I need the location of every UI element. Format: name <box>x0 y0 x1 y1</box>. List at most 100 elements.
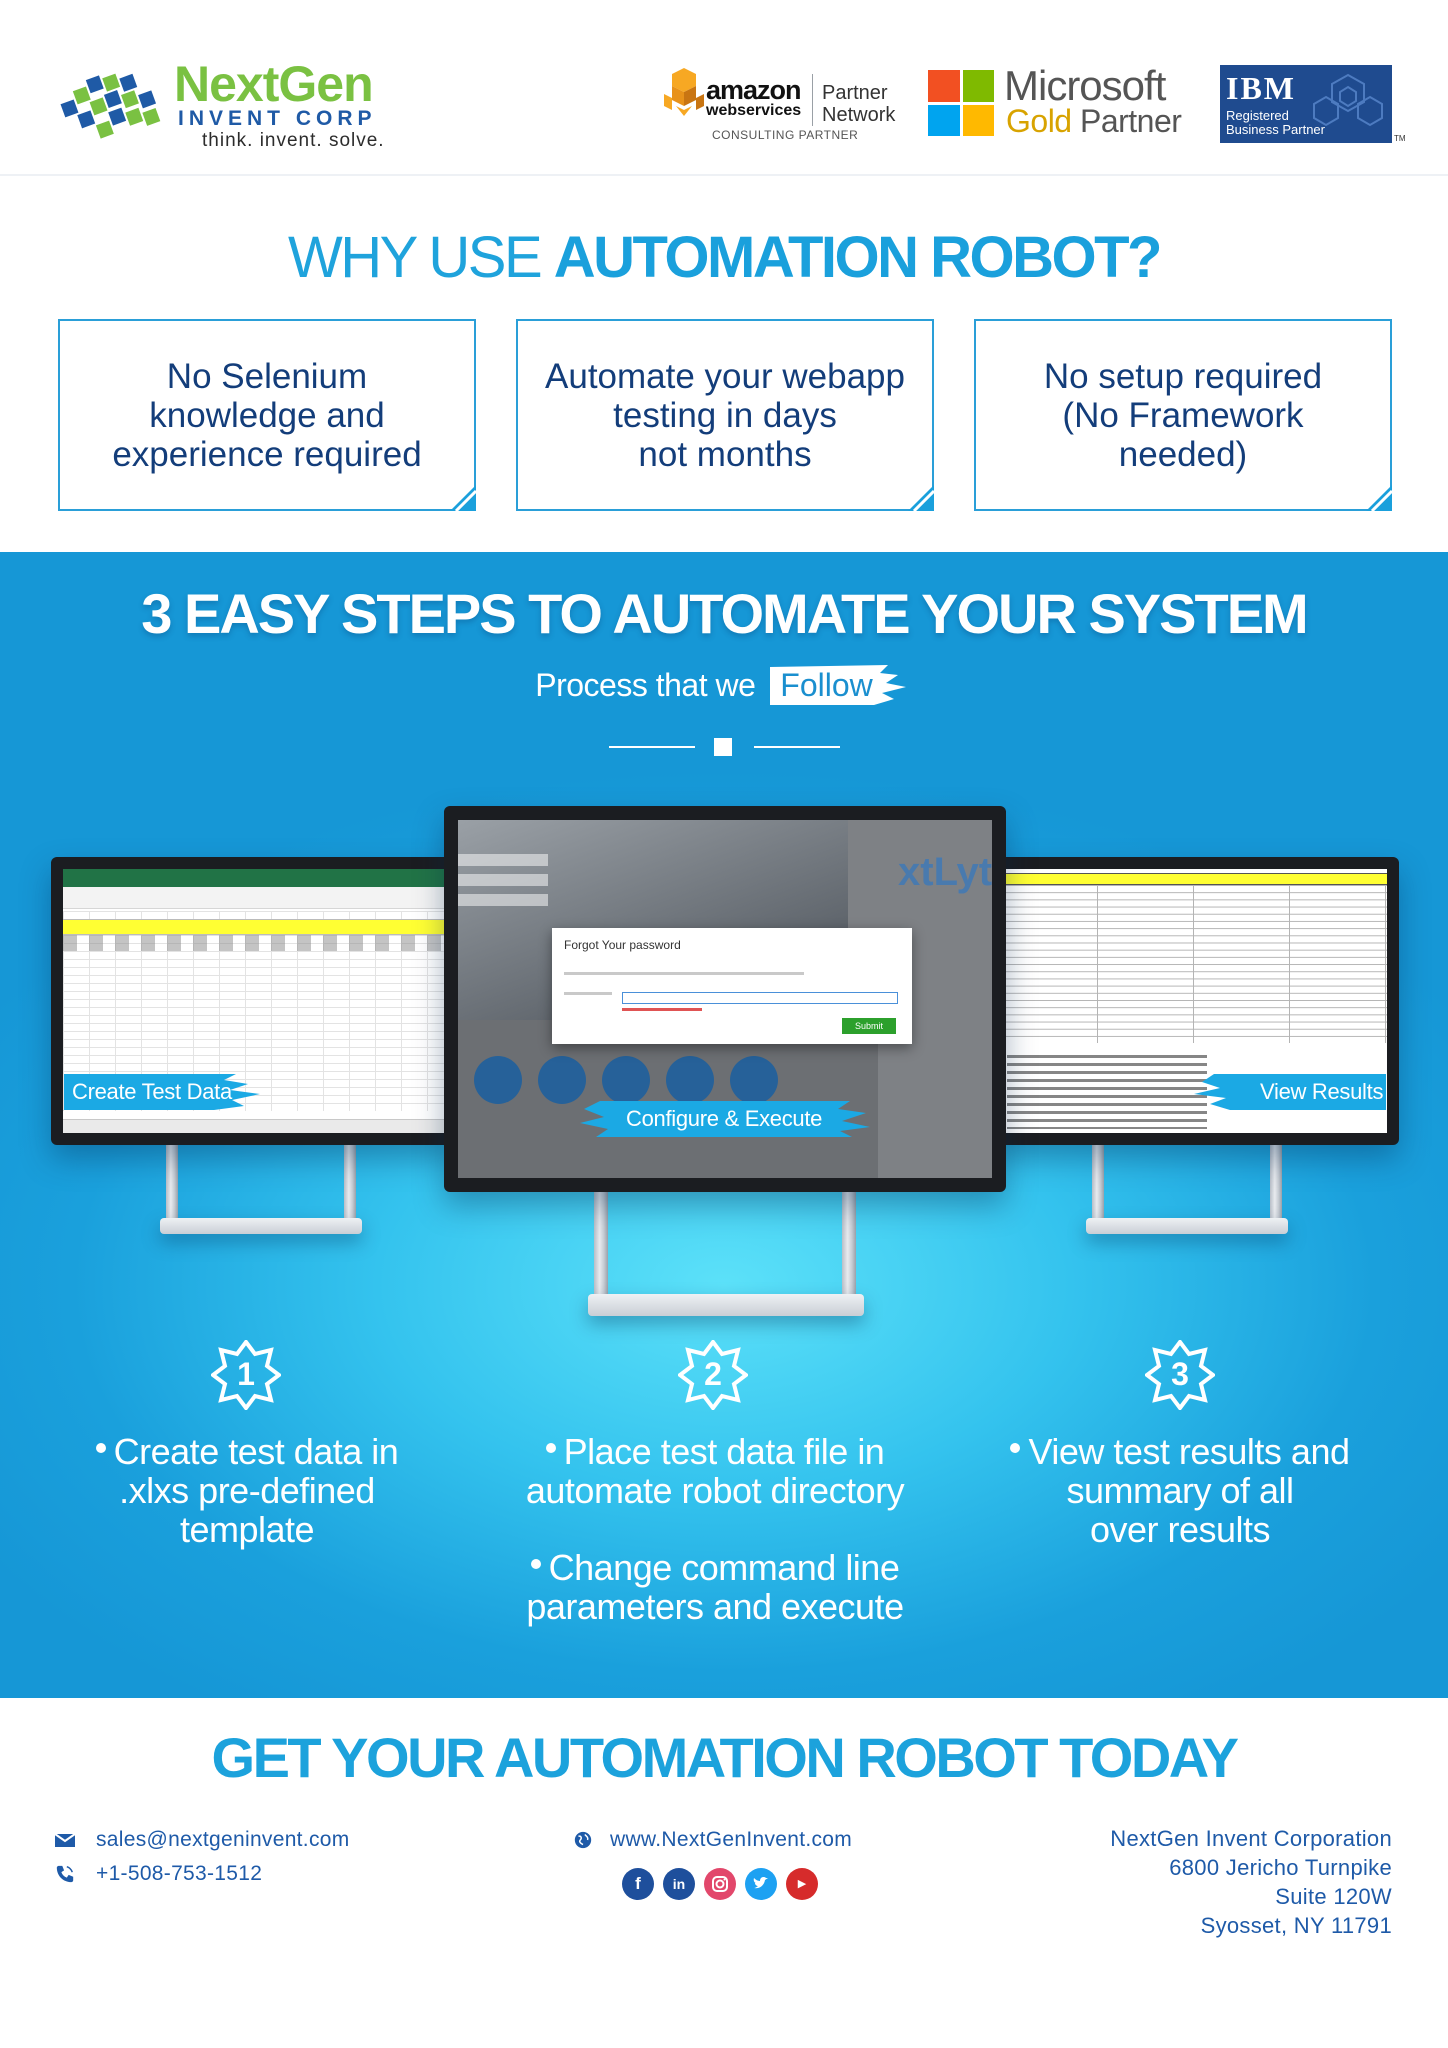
why-title-bold: AUTOMATION ROBOT? <box>553 225 1163 290</box>
aws-divider <box>812 74 813 126</box>
ibm-line2: Business Partner <box>1226 122 1325 137</box>
step-1-description: Create test data in .xlxs pre-defined te… <box>50 1432 444 1549</box>
process-prefix: Process that we <box>535 666 756 703</box>
email-text[interactable]: sales@nextgeninvent.com <box>96 1828 350 1851</box>
feature-circle-icon <box>602 1056 650 1104</box>
bullet-dot <box>95 1443 106 1454</box>
nextgen-logo-mark-icon <box>60 73 161 139</box>
microsoft-windows-icon <box>928 70 994 136</box>
address-line: Suite 120W <box>1275 1884 1392 1909</box>
youtube-icon[interactable]: ▶ <box>786 1868 818 1900</box>
step-line: .xlxs pre-defined <box>119 1470 375 1511</box>
website-text[interactable]: www.NextGenInvent.com <box>610 1828 853 1851</box>
results-table <box>1001 885 1387 1043</box>
center-monitor-base <box>588 1294 864 1316</box>
feature-circle-icon <box>538 1056 586 1104</box>
process-follow-highlight: Follow <box>770 664 912 705</box>
feature-circle-icon <box>666 1056 714 1104</box>
results-summary <box>1007 1055 1207 1129</box>
ms-gold-word: Gold <box>1006 103 1072 139</box>
center-monitor-stand <box>842 1192 856 1310</box>
label-view-results-text: View Results <box>1260 1079 1384 1104</box>
label-create-test-data-text: Create Test Data <box>72 1079 232 1104</box>
star-badge-icon <box>1143 1338 1217 1412</box>
contact-website[interactable]: www.NextGenInvent.com <box>572 1826 892 1854</box>
ibm-word: IBM <box>1226 70 1296 106</box>
twitter-bird-icon <box>753 1877 768 1889</box>
bullet-dot <box>545 1443 556 1454</box>
card-corner-accent <box>908 485 934 511</box>
modal-field-label <box>564 992 612 995</box>
benefit-card: No Selenium knowledge and experience req… <box>58 319 476 511</box>
modal-submit-button[interactable]: Submit <box>842 1018 896 1034</box>
nextgen-logo[interactable]: NextGen INVENT CORP think. invent. solve… <box>56 58 416 154</box>
linkedin-icon[interactable]: in <box>663 1868 695 1900</box>
step-line: View test results and <box>1028 1431 1350 1472</box>
step-3-badge: 3 <box>1143 1338 1217 1412</box>
step-line: summary of all <box>1066 1470 1294 1511</box>
spreadsheet-titlebar <box>63 869 447 887</box>
postal-address: NextGen Invent Corporation 6800 Jericho … <box>1000 1824 1392 1940</box>
star-badge-icon <box>676 1338 750 1412</box>
benefit-card-text: Automate your webapp testing in days not… <box>518 357 932 474</box>
step-2-description-a: Place test data file in automate robot d… <box>480 1432 950 1510</box>
benefit-card-text: No Selenium knowledge and experience req… <box>60 357 474 474</box>
process-follow-word: Follow <box>780 666 873 703</box>
webapp-menu-item <box>458 854 548 866</box>
step-3-number: 3 <box>1171 1356 1189 1392</box>
instagram-icon[interactable] <box>704 1868 736 1900</box>
step-line: parameters and execute <box>526 1586 904 1627</box>
modal-error-text <box>622 1008 702 1011</box>
left-monitor-stand <box>166 1142 178 1226</box>
spreadsheet-ribbon <box>63 887 447 909</box>
twitter-icon[interactable] <box>745 1868 777 1900</box>
benefit-line: not months <box>638 435 812 474</box>
aws-partner-line2: Network <box>822 104 896 126</box>
contact-email[interactable]: sales@nextgeninvent.com <box>54 1826 394 1854</box>
phone-icon <box>56 1865 74 1883</box>
divider-line-left <box>609 746 695 748</box>
ibm-business-partner-logo: IBM Registered Business Partner <box>1220 65 1392 143</box>
center-monitor-stand <box>594 1192 608 1310</box>
benefit-card-text: No setup required (No Framework needed) <box>976 357 1390 474</box>
step-1-number: 1 <box>237 1356 255 1392</box>
benefit-line: No setup required <box>1043 357 1323 396</box>
header: NextGen INVENT CORP think. invent. solve… <box>0 0 1448 176</box>
right-monitor-stand <box>1270 1142 1282 1226</box>
ibm-registered-text: Registered Business Partner <box>1226 109 1325 137</box>
modal-email-input[interactable] <box>622 992 898 1004</box>
process-subtitle: Process that we Follow <box>0 662 1448 705</box>
brand-corp: INVENT CORP <box>178 107 377 130</box>
card-corner-accent <box>1366 485 1392 511</box>
bullet-dot <box>530 1559 541 1570</box>
address-line: Syosset, NY 11791 <box>1200 1913 1392 1938</box>
step-line: Place test data file in <box>563 1431 885 1472</box>
cta-heading: GET YOUR AUTOMATION ROBOT TODAY <box>211 1726 1239 1789</box>
results-screen <box>1001 869 1387 1133</box>
facebook-icon[interactable]: f <box>622 1868 654 1900</box>
step-1-badge: 1 <box>209 1338 283 1412</box>
aws-partner-network: Partner Network <box>822 82 895 126</box>
benefit-line: No Selenium <box>166 357 368 396</box>
aws-webservices-word: webservices <box>706 102 802 119</box>
webapp-screen: xtLyt Forgot Your password Submit <box>458 820 992 1178</box>
ibm-line1: Registered <box>1226 108 1289 123</box>
webapp-menu-item <box>458 894 548 906</box>
step-line: Change command line <box>548 1547 900 1588</box>
star-badge-icon <box>209 1338 283 1412</box>
webapp-menu-item <box>458 874 548 886</box>
brush-stroke-icon <box>770 664 907 705</box>
step-line: template <box>179 1509 315 1550</box>
step-3-description: View test results and summary of all ove… <box>965 1432 1395 1549</box>
step-line: automate robot directory <box>525 1470 905 1511</box>
brand-tagline: think. invent. solve. <box>202 130 385 151</box>
benefit-card: Automate your webapp testing in days not… <box>516 319 934 511</box>
contact-phone[interactable]: +1-508-753-1512 <box>54 1860 394 1888</box>
spreadsheet-header-row <box>63 919 447 935</box>
step-2-number: 2 <box>704 1356 722 1392</box>
label-view-results: View Results <box>1190 1074 1386 1110</box>
why-title-light: WHY USE <box>288 225 554 290</box>
right-monitor-stand <box>1092 1142 1104 1226</box>
benefit-line: experience required <box>112 435 422 474</box>
phone-text[interactable]: +1-508-753-1512 <box>96 1862 263 1885</box>
